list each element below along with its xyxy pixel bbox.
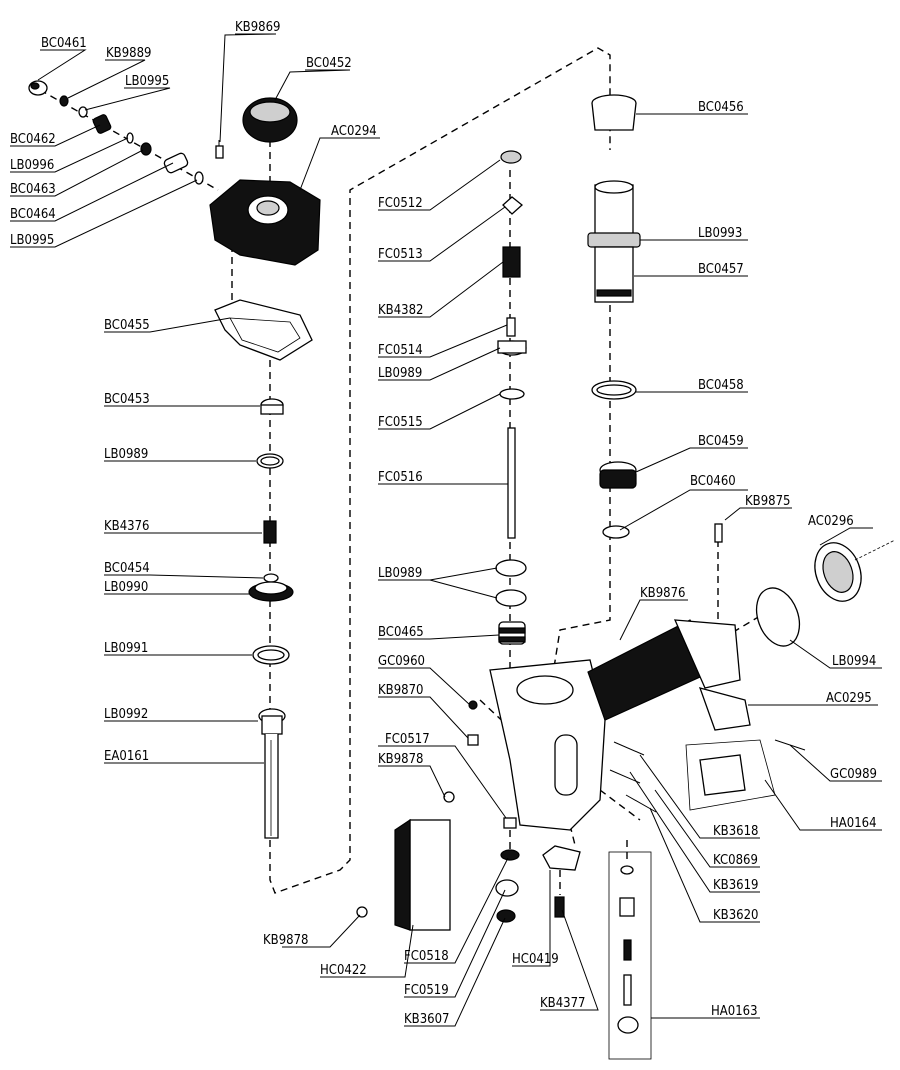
label-FC0514: FC0514	[378, 343, 423, 358]
label-KB4376: KB4376	[104, 519, 149, 534]
label-LB0989-3: LB0989	[378, 566, 422, 581]
label-KB9878-2: KB9878	[263, 933, 308, 948]
label-LB0993: LB0993	[698, 226, 742, 241]
label-FC0512: FC0512	[378, 196, 423, 211]
label-FC0516: FC0516	[378, 470, 423, 485]
label-KB3619: KB3619	[713, 878, 758, 893]
label-KB9878: KB9878	[378, 752, 423, 767]
label-BC0454: BC0454	[104, 561, 150, 576]
label-KB4382: KB4382	[378, 303, 423, 318]
lower-parts	[356, 700, 776, 1060]
label-LB0996: LB0996	[10, 158, 54, 173]
label-AC0295: AC0295	[826, 691, 872, 706]
label-HC0419: HC0419	[512, 952, 559, 967]
label-BC0453: BC0453	[104, 392, 150, 407]
label-AC0294: AC0294	[331, 124, 377, 139]
cap-assembly	[28, 80, 321, 839]
label-HC0422: HC0422	[320, 963, 367, 978]
label-LB0989: LB0989	[104, 447, 148, 462]
label-GC0989: GC0989	[830, 767, 877, 782]
trigger-valve-column	[495, 150, 527, 645]
label-BC0456: BC0456	[698, 100, 744, 115]
cylinder-column	[587, 94, 641, 539]
label-LB0994: LB0994	[832, 654, 876, 669]
label-AC0296: AC0296	[808, 514, 854, 529]
label-FC0513: FC0513	[378, 247, 423, 262]
label-BC0455: BC0455	[104, 318, 150, 333]
label-BC0464: BC0464	[10, 207, 56, 222]
label-KC0869: KC0869	[713, 853, 758, 868]
label-BC0459: BC0459	[698, 434, 744, 449]
label-BC0452: BC0452	[306, 56, 352, 71]
label-LB0995: LB0995	[125, 74, 169, 89]
leader-lines	[10, 33, 882, 1027]
label-KB9869: KB9869	[235, 20, 280, 35]
label-HA0164: HA0164	[830, 816, 877, 831]
label-KB9875: KB9875	[745, 494, 790, 509]
label-LB0991: LB0991	[104, 641, 148, 656]
label-KB9876: KB9876	[640, 586, 685, 601]
label-BC0457: BC0457	[698, 262, 744, 277]
tool-body	[489, 523, 896, 831]
label-BC0458: BC0458	[698, 378, 744, 393]
label-KB4377: KB4377	[540, 996, 585, 1011]
label-LB0990: LB0990	[104, 580, 148, 595]
label-BC0461: BC0461	[41, 36, 87, 51]
label-KB3620: KB3620	[713, 908, 758, 923]
label-KB9889: KB9889	[106, 46, 151, 61]
label-BC0465: BC0465	[378, 625, 424, 640]
label-BC0463: BC0463	[10, 182, 56, 197]
label-HA0163: HA0163	[711, 1004, 758, 1019]
label-KB3607: KB3607	[404, 1012, 449, 1027]
label-LB0989-2: LB0989	[378, 366, 422, 381]
label-LB0992: LB0992	[104, 707, 148, 722]
label-GC0960: GC0960	[378, 654, 425, 669]
label-FC0517: FC0517	[385, 732, 430, 747]
label-EA0161: EA0161	[104, 749, 149, 764]
label-BC0462: BC0462	[10, 132, 56, 147]
label-LB0995-2: LB0995	[10, 233, 54, 248]
label-FC0515: FC0515	[378, 415, 423, 430]
label-BC0460: BC0460	[690, 474, 736, 489]
label-KB9870: KB9870	[378, 683, 423, 698]
part-labels: BC0461 KB9889 LB0995 BC0462 LB0996 BC046…	[10, 20, 877, 1027]
label-FC0518: FC0518	[404, 949, 449, 964]
label-KB3618: KB3618	[713, 824, 758, 839]
label-FC0519: FC0519	[404, 983, 449, 998]
